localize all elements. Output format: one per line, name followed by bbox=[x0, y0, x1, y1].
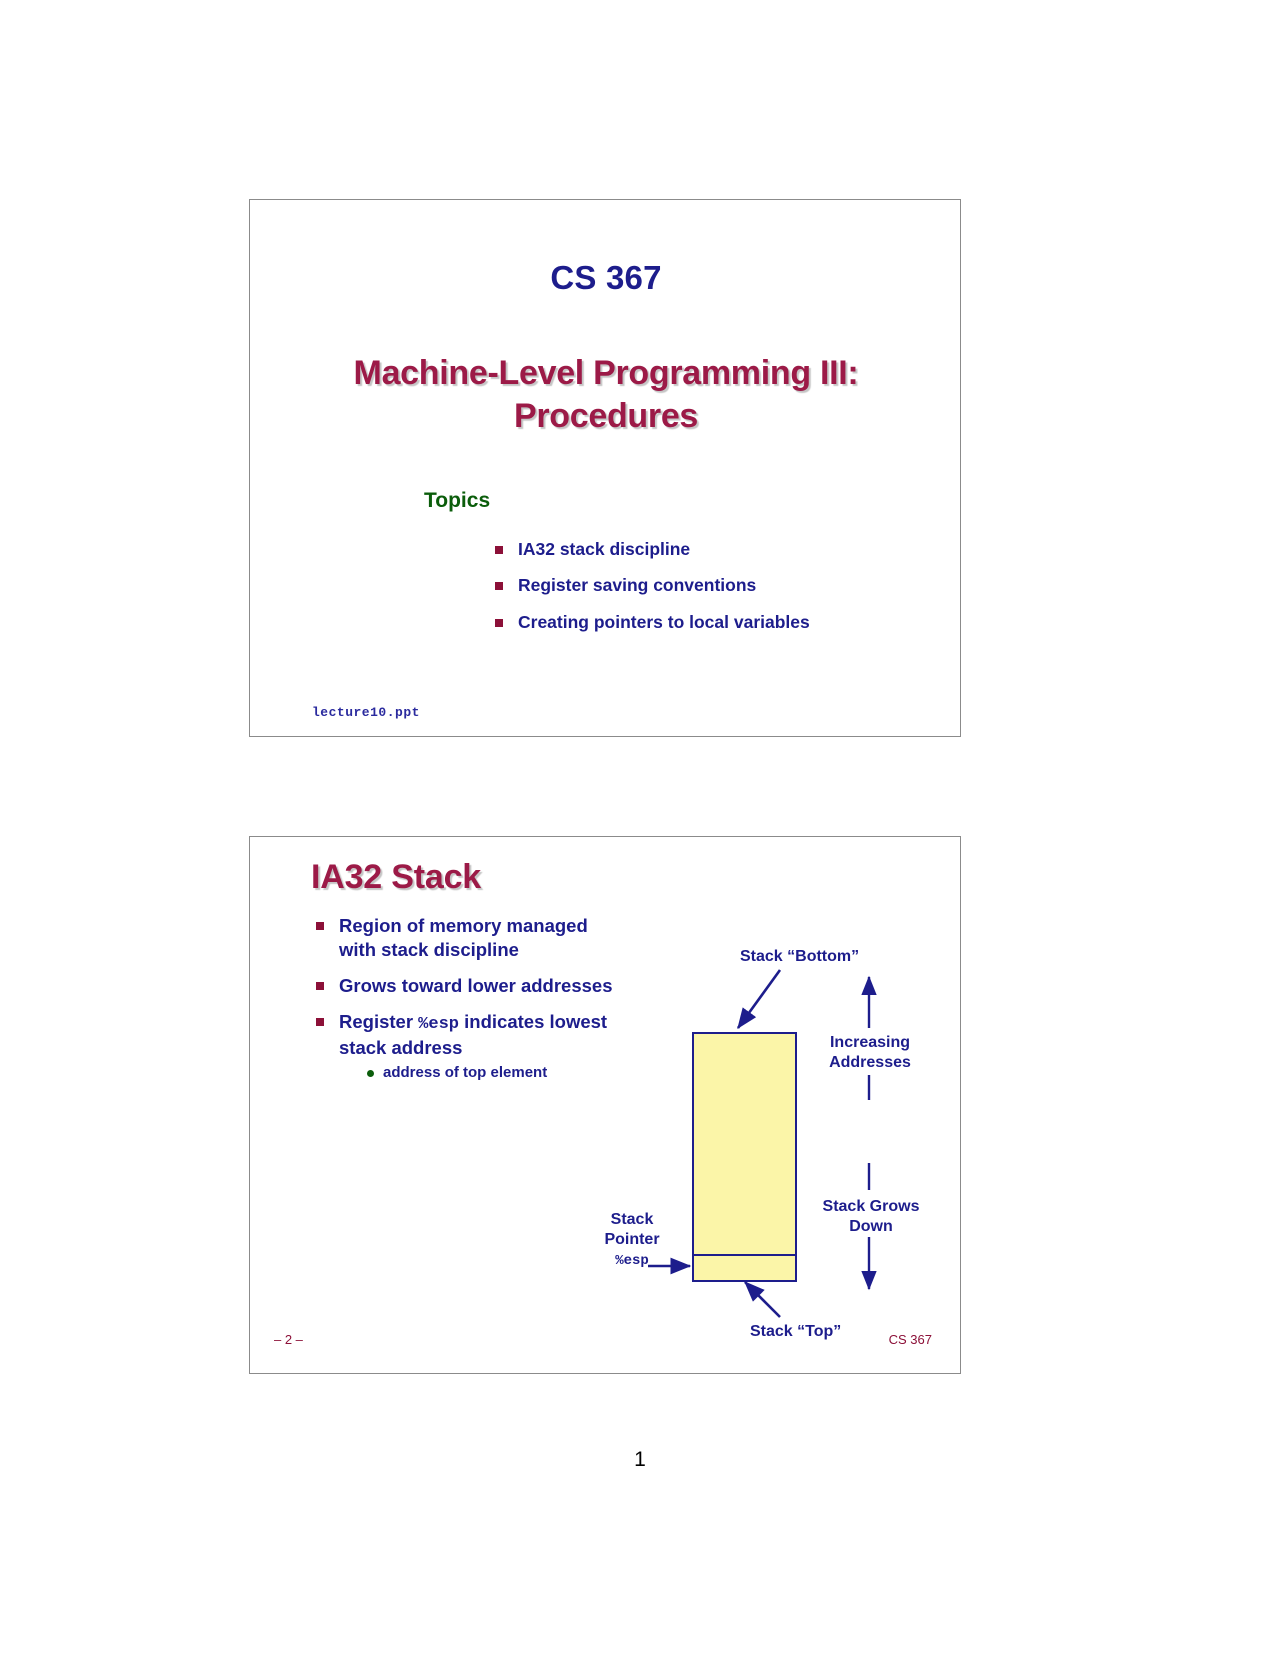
stack-top-label: Stack “Top” bbox=[750, 1323, 842, 1340]
slide2-page-marker: – 2 – bbox=[274, 1332, 303, 1347]
slide-2-ia32-stack: IA32 Stack Region of memory managed with… bbox=[249, 836, 961, 1374]
slide1-source-file-label: lecture10.ppt bbox=[312, 705, 420, 720]
slide1-title-line2: Procedures bbox=[513, 396, 699, 435]
slide2-sub-bullet-list: address of top element bbox=[339, 1064, 616, 1083]
stack-grows-line1: Stack Grows bbox=[822, 1198, 920, 1215]
square-bullet-icon bbox=[316, 982, 324, 991]
slide2-bullet-suffix: indicates lowest stack address bbox=[339, 1011, 608, 1059]
slide2-sub-bullet-label: address of top element bbox=[383, 1064, 548, 1082]
list-item: address of top element bbox=[367, 1064, 616, 1083]
slide1-topic-label: Register saving conventions bbox=[518, 575, 757, 596]
stack-top-pointer-arrow bbox=[744, 1281, 781, 1318]
stack-grows-line2: Down bbox=[849, 1218, 893, 1236]
square-bullet-icon bbox=[495, 618, 503, 627]
list-item: Region of memory managed with stack disc… bbox=[316, 914, 616, 962]
slide2-bullet-label: Region of memory managed with stack disc… bbox=[339, 915, 588, 961]
stack-grows-down-label: Stack Grows Down bbox=[808, 1197, 934, 1238]
slide1-topics-list: IA32 stack discipline Register saving co… bbox=[455, 538, 825, 647]
list-item: Register %esp indicates lowest stack add… bbox=[316, 1010, 616, 1083]
ia32-stack-diagram: Stack “Bottom” Stack “Top” Increasing Ad… bbox=[580, 885, 952, 1340]
stack-pointer-line1: Stack bbox=[610, 1211, 654, 1228]
increasing-addresses-label: Increasing Addresses bbox=[812, 1033, 928, 1074]
slide2-bullet-register-code: %esp bbox=[418, 1015, 460, 1035]
list-item: Grows toward lower addresses bbox=[316, 974, 616, 998]
increasing-addresses-line2: Addresses bbox=[829, 1054, 911, 1072]
stack-top-element-divider bbox=[692, 1254, 797, 1256]
diagram-arrows bbox=[648, 969, 877, 1318]
slide1-title-line1: Machine-Level Programming III: bbox=[353, 354, 859, 392]
slide1-topic-label: Creating pointers to local variables bbox=[518, 611, 810, 632]
square-bullet-icon bbox=[316, 1018, 324, 1027]
stack-bottom-label: Stack “Bottom” bbox=[740, 948, 860, 965]
slide-1-title-slide: CS 367 Machine-Level Programming III: Pr… bbox=[249, 199, 961, 737]
slide2-course-footer: CS 367 bbox=[888, 1332, 932, 1347]
round-bullet-icon bbox=[367, 1070, 374, 1078]
slide1-title: Machine-Level Programming III: Procedure… bbox=[290, 352, 922, 438]
square-bullet-icon bbox=[495, 546, 503, 554]
slide1-topic-label: IA32 stack discipline bbox=[518, 539, 691, 559]
list-item: Register saving conventions bbox=[495, 574, 825, 597]
list-item: Creating pointers to local variables bbox=[495, 611, 825, 634]
slide1-topics-heading: Topics bbox=[424, 489, 491, 512]
slide2-bullet-prefix: Register bbox=[339, 1011, 419, 1033]
square-bullet-icon bbox=[316, 922, 324, 930]
slide2-title: IA32 Stack bbox=[311, 858, 481, 896]
slide2-bullet-label: Grows toward lower addresses bbox=[339, 975, 613, 997]
list-item: IA32 stack discipline bbox=[495, 538, 825, 561]
handout-page-number: 1 bbox=[634, 1448, 646, 1471]
stack-pointer-register-name: %esp bbox=[615, 1252, 649, 1269]
square-bullet-icon bbox=[495, 582, 503, 591]
stack-bottom-pointer-arrow bbox=[736, 969, 782, 1030]
stack-pointer-line2: Pointer bbox=[604, 1231, 660, 1249]
stack-memory-block bbox=[692, 1032, 797, 1282]
slide1-course-code: CS 367 bbox=[550, 259, 662, 296]
slide2-bullet-list: Region of memory managed with stack disc… bbox=[316, 914, 616, 1095]
increasing-addresses-line1: Increasing bbox=[829, 1034, 911, 1051]
stack-pointer-label: Stack Pointer %esp bbox=[582, 1210, 682, 1271]
